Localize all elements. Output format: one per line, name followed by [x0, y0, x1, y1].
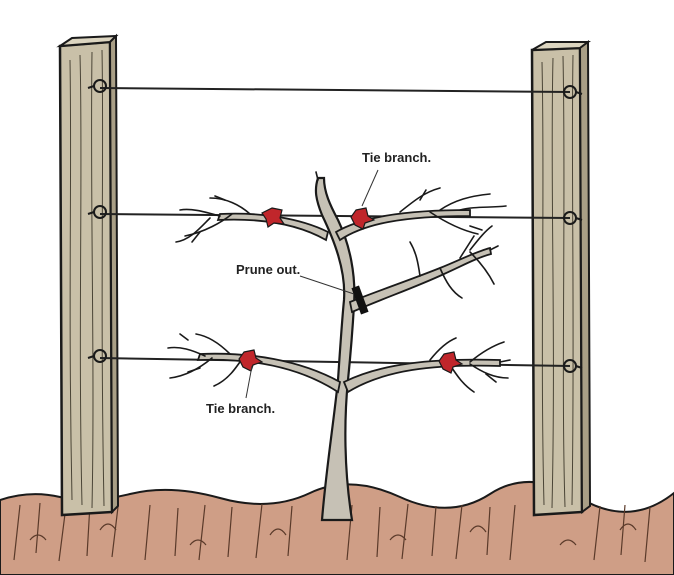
tie-upper-center: [350, 207, 376, 230]
leader-tie-upper: [361, 169, 379, 207]
leader-tie-lower: [245, 365, 253, 399]
prune-cut-mark: [351, 285, 369, 315]
label-tie-branch-lower: Tie branch.: [206, 401, 275, 416]
label-prune-out: Prune out.: [236, 262, 300, 277]
top-wire: [99, 87, 571, 93]
left-post: [56, 33, 120, 517]
tie-upper-left: [261, 207, 286, 228]
espalier-tree: [167, 171, 511, 522]
leader-prune: [299, 275, 355, 295]
branch-ties: [238, 207, 464, 374]
leader-lines: [245, 169, 379, 399]
eye-bolts: [87, 79, 583, 373]
tie-lower-right: [438, 351, 464, 374]
label-tie-branch-upper: Tie branch.: [362, 150, 431, 165]
tie-lower-left: [238, 349, 264, 372]
right-post: [530, 40, 592, 517]
